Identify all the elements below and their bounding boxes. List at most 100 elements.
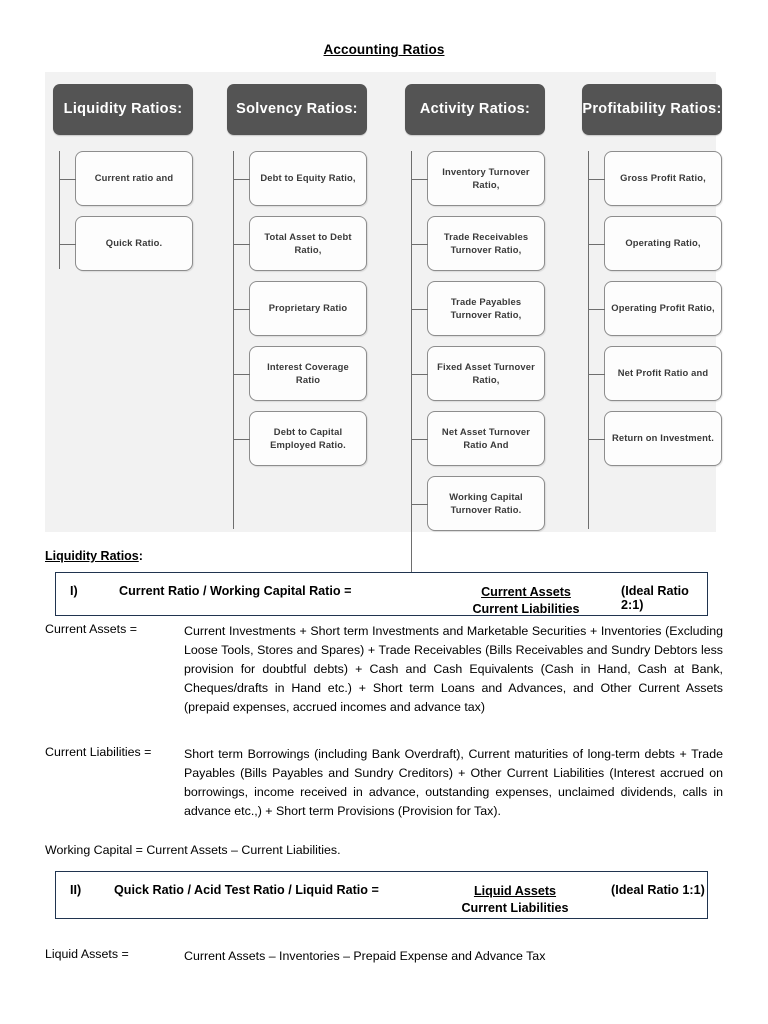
connector-trunk — [233, 151, 235, 529]
diagram-children-solvency: Debt to Equity Ratio, Total Asset to Deb… — [227, 151, 377, 529]
formula-name: Current Ratio / Working Capital Ratio = — [119, 584, 352, 598]
definition-text: Current Assets – Inventories – Prepaid E… — [184, 949, 546, 963]
definition-current-liabilities: Current Liabilities = Short term Borrowi… — [45, 745, 723, 845]
diagram-node: Trade Receivables Turnover Ratio, — [412, 216, 545, 271]
diagram-header-label: Solvency Ratios: — [236, 101, 358, 118]
diagram-node: Interest Coverage Ratio — [234, 346, 367, 401]
diagram-node-label: Debt to Equity Ratio, — [260, 172, 356, 184]
formula-roman-numeral: I) — [70, 584, 78, 598]
formula-ideal-ratio: (Ideal Ratio 1:1) — [611, 883, 705, 897]
formula-box-quick-ratio: II) Quick Ratio / Acid Test Ratio / Liqu… — [55, 871, 708, 919]
connector-trunk — [588, 151, 590, 529]
diagram-node-label: Inventory Turnover Ratio, — [442, 165, 530, 190]
diagram-children-profitability: Gross Profit Ratio, Operating Ratio, Ope… — [582, 151, 732, 529]
diagram-column-profitability: Profitability Ratios: Gross Profit Ratio… — [582, 84, 732, 529]
diagram-node: Gross Profit Ratio, — [589, 151, 722, 206]
diagram-node-label: Net Profit Ratio and — [617, 367, 709, 379]
connector-stub — [60, 178, 76, 180]
diagram-node-label: Operating Profit Ratio, — [611, 302, 715, 314]
definition-label: Current Liabilities = — [45, 745, 152, 759]
connector-stub — [234, 373, 250, 375]
diagram-node-label: Trade Receivables Turnover Ratio, — [443, 230, 529, 255]
diagram-node: Trade Payables Turnover Ratio, — [412, 281, 545, 336]
definition-liquid-assets: Liquid Assets = Current Assets – Invento… — [45, 947, 723, 971]
diagram-node: Net Profit Ratio and — [589, 346, 722, 401]
page-title: Accounting Ratios — [323, 42, 445, 57]
diagram-column-liquidity: Liquidity Ratios: Current ratio and Quic… — [53, 84, 203, 271]
definition-text: Current Investments + Short term Investm… — [184, 624, 723, 714]
connector-stub — [412, 503, 428, 505]
definition-label: Current Assets = — [45, 622, 137, 636]
formula-box-current-ratio: I) Current Ratio / Working Capital Ratio… — [55, 572, 708, 616]
diagram-node-label: Net Asset Turnover Ratio And — [441, 425, 531, 450]
diagram-node-label: Interest Coverage Ratio — [267, 360, 349, 385]
diagram-header-label: Profitability Ratios: — [582, 101, 722, 118]
section-heading-colon: : — [138, 549, 143, 563]
diagram-node: Fixed Asset Turnover Ratio, — [412, 346, 545, 401]
diagram-header-activity: Activity Ratios: — [405, 84, 545, 135]
diagram-node-label: Fixed Asset Turnover Ratio, — [437, 360, 535, 385]
formula-denominator: Current Liabilities — [461, 900, 569, 915]
formula-numerator: Liquid Assets — [473, 884, 557, 898]
connector-stub — [234, 178, 250, 180]
connector-stub — [589, 308, 605, 310]
connector-stub — [60, 243, 76, 245]
connector-stub — [234, 308, 250, 310]
diagram-node: Proprietary Ratio — [234, 281, 367, 336]
diagram-node: Working Capital Turnover Ratio. — [412, 476, 545, 531]
diagram-node-label: Total Asset to Debt Ratio, — [264, 230, 352, 255]
diagram-node: Operating Profit Ratio, — [589, 281, 722, 336]
diagram-node: Debt to Equity Ratio, — [234, 151, 367, 206]
definition-text: Short term Borrowings (including Bank Ov… — [184, 747, 723, 818]
connector-stub — [234, 438, 250, 440]
diagram-node: Net Asset Turnover Ratio And — [412, 411, 545, 466]
diagram-node: Quick Ratio. — [60, 216, 193, 271]
diagram-node: Inventory Turnover Ratio, — [412, 151, 545, 206]
diagram-node-label: Trade Payables Turnover Ratio, — [450, 295, 522, 320]
diagram-node: Total Asset to Debt Ratio, — [234, 216, 367, 271]
diagram-node: Operating Ratio, — [589, 216, 722, 271]
diagram-header-label: Liquidity Ratios: — [63, 101, 183, 118]
formula-roman-numeral: II) — [70, 883, 82, 897]
diagram-node: Current ratio and — [60, 151, 193, 206]
connector-stub — [234, 243, 250, 245]
connector-stub — [412, 243, 428, 245]
connector-stub — [589, 243, 605, 245]
diagram-header-solvency: Solvency Ratios: — [227, 84, 367, 135]
connector-stub — [412, 373, 428, 375]
diagram-node-label: Return on Investment. — [611, 432, 715, 444]
formula-name: Quick Ratio / Acid Test Ratio / Liquid R… — [114, 883, 379, 897]
diagram-node-label: Proprietary Ratio — [268, 302, 348, 314]
diagram-column-activity: Activity Ratios: Inventory Turnover Rati… — [405, 84, 555, 594]
diagram-node-label: Working Capital Turnover Ratio. — [449, 490, 523, 515]
section-heading-liquidity-ratios: Liquidity Ratios: — [45, 549, 143, 563]
diagram-node: Debt to Capital Employed Ratio. — [234, 411, 367, 466]
diagram-node-label: Gross Profit Ratio, — [620, 172, 706, 184]
formula-numerator: Current Assets — [481, 585, 571, 599]
connector-stub — [589, 438, 605, 440]
formula-fraction: Liquid Assets Current Liabilities — [430, 883, 600, 917]
accounting-ratios-diagram: Liquidity Ratios: Current ratio and Quic… — [45, 72, 722, 594]
diagram-header-liquidity: Liquidity Ratios: — [53, 84, 193, 135]
formula-denominator: Current Liabilities — [472, 601, 580, 616]
definition-label: Liquid Assets = — [45, 947, 129, 961]
connector-trunk — [59, 151, 61, 269]
connector-stub — [589, 373, 605, 375]
diagram-header-label: Activity Ratios: — [419, 101, 531, 118]
formula-fraction: Current Assets Current Liabilities — [441, 584, 611, 618]
diagram-node-label: Quick Ratio. — [105, 237, 163, 249]
connector-stub — [589, 178, 605, 180]
section-heading-text: Liquidity Ratios — [45, 549, 139, 563]
connector-stub — [412, 178, 428, 180]
working-capital-line: Working Capital = Current Assets – Curre… — [45, 843, 341, 857]
diagram-node-label: Debt to Capital Employed Ratio. — [270, 425, 346, 450]
connector-stub — [412, 308, 428, 310]
diagram-node: Return on Investment. — [589, 411, 722, 466]
connector-trunk — [411, 151, 413, 594]
diagram-column-solvency: Solvency Ratios: Debt to Equity Ratio, T… — [227, 84, 377, 529]
definition-current-assets: Current Assets = Current Investments + S… — [45, 622, 723, 740]
connector-stub — [412, 438, 428, 440]
diagram-node-label: Current ratio and — [94, 172, 174, 184]
diagram-node-label: Operating Ratio, — [625, 237, 701, 249]
diagram-children-activity: Inventory Turnover Ratio, Trade Receivab… — [405, 151, 555, 594]
